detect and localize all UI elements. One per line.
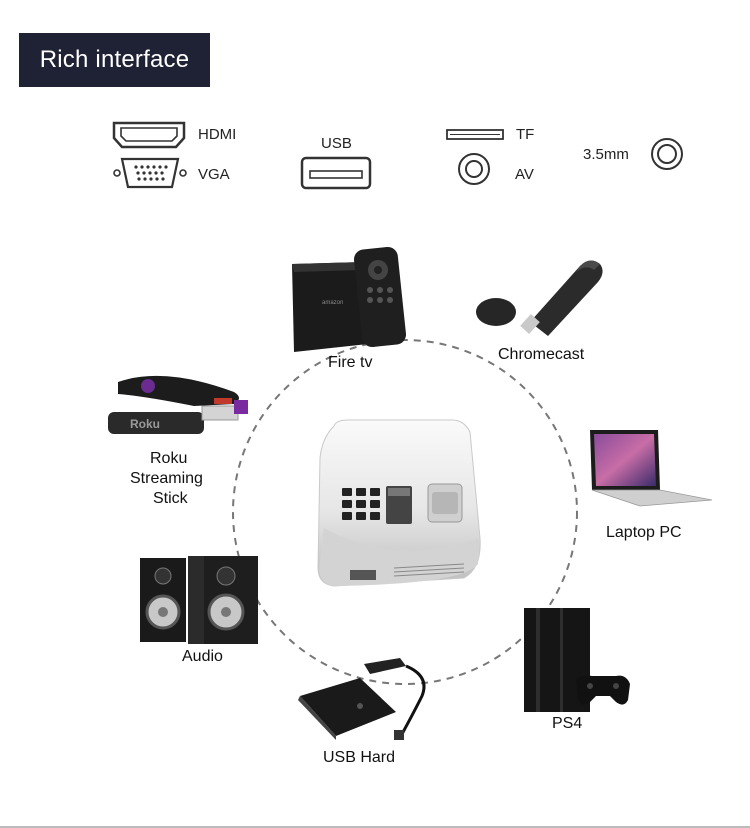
hdmi-label: HDMI [198, 126, 237, 143]
tf-slot-icon [446, 129, 504, 141]
audio-jack-icon [650, 137, 684, 171]
audio-jack-label: 3.5mm [583, 146, 629, 163]
roku-label-line3: Stick [153, 490, 188, 507]
title-banner: Rich interface [19, 33, 210, 87]
audio-label: Audio [182, 648, 223, 665]
usb-port-icon [300, 156, 372, 190]
av-port-icon [457, 152, 491, 186]
fire-tv-logo: amazon [322, 300, 343, 306]
usb-hard-drive-image [296, 656, 438, 742]
fire-tv-label: Fire tv [328, 354, 373, 371]
page-title: Rich interface [39, 46, 190, 73]
vga-label: VGA [198, 166, 230, 183]
usb-hard-label: USB Hard [323, 749, 396, 766]
laptop-label: Laptop PC [606, 524, 682, 541]
roku-label-line1: Roku [150, 450, 188, 467]
fire-tv-image: amazon [288, 244, 408, 354]
roku-logo: Roku [130, 417, 160, 431]
projector-image [314, 418, 484, 590]
usb-label: USB [321, 135, 352, 152]
ps4-label: PS4 [552, 715, 583, 732]
chromecast-image [470, 252, 610, 342]
laptop-image [584, 428, 716, 508]
hdmi-port-icon [112, 121, 186, 149]
roku-label-line2: Streaming [130, 470, 203, 487]
bottom-divider [0, 826, 750, 828]
ps4-image [520, 604, 632, 716]
chromecast-label: Chromecast [498, 346, 585, 363]
roku-stick-image: Roku [104, 370, 252, 438]
av-label: AV [515, 166, 534, 183]
tf-label: TF [516, 126, 535, 143]
audio-speakers-image [138, 554, 260, 646]
vga-port-icon [112, 157, 188, 189]
